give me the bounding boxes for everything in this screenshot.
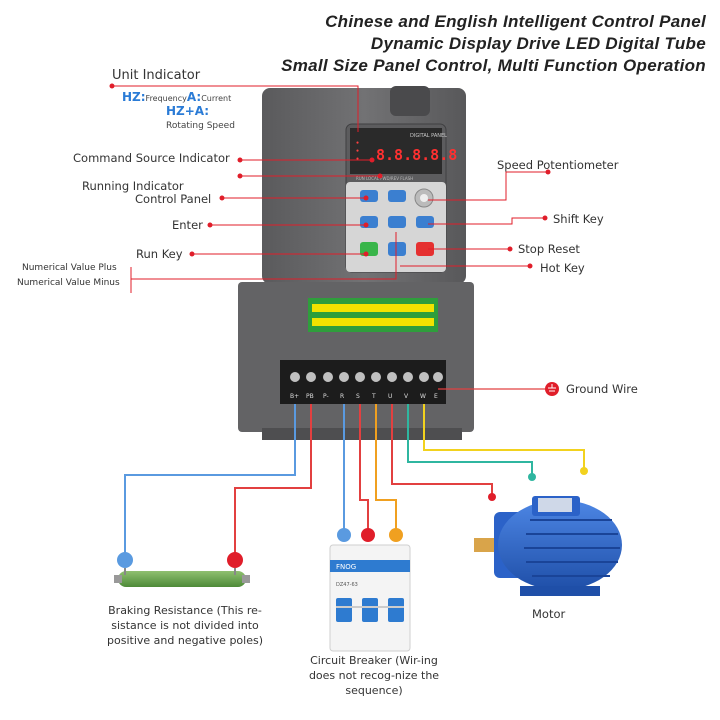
svg-text:B+: B+: [290, 393, 299, 400]
label-run-key: Run Key: [136, 247, 183, 261]
circuit-breaker: FNOG DZ47-63: [329, 544, 411, 652]
svg-text:PB: PB: [306, 393, 314, 400]
wiring: [124, 388, 585, 560]
hz-symbol: HZ:: [122, 90, 146, 104]
svg-text:R: R: [340, 393, 344, 400]
a-symbol: A:: [186, 90, 202, 104]
current-text: Current: [201, 94, 232, 103]
header-line-3: Small Size Panel Control, Multi Function…: [281, 56, 706, 75]
hz-a-symbol: HZ+A:: [166, 104, 210, 118]
svg-text:W: W: [420, 393, 426, 400]
svg-text:RUN LOCAL FWD/REV FLASH: RUN LOCAL FWD/REV FLASH: [356, 176, 413, 181]
label-numerical-value-minus: Numerical Value Minus: [17, 278, 120, 288]
label-control-panel: Control Panel: [135, 192, 212, 206]
label-braking-resistance: Braking Resistance (This re-sistance is …: [107, 604, 263, 647]
label-ground-wire: Ground Wire: [566, 382, 638, 396]
svg-text:P-: P-: [323, 393, 329, 400]
led-display: 8.8.8.8.8: [376, 146, 457, 164]
label-enter: Enter: [172, 218, 203, 232]
svg-text:U: U: [388, 393, 392, 400]
motor: [474, 496, 622, 596]
annotation-dots: [109, 83, 551, 269]
rotating-speed-text: Rotating Speed: [166, 121, 235, 131]
annotation-lines: [112, 85, 548, 293]
wire-s: [359, 404, 369, 535]
label-motor: Motor: [532, 607, 566, 621]
label-running-indicator: Running Indicator: [82, 179, 184, 193]
svg-text:E: E: [434, 393, 438, 400]
label-circuit-breaker: Circuit Breaker (Wir-ing does not recog-…: [308, 654, 440, 697]
unit-legend: HZ:FrequencyA:Current: [122, 90, 231, 106]
label-speed-potentiometer: Speed Potentiometer: [497, 158, 619, 172]
breaker-brand: FNOG: [336, 563, 356, 571]
header-line-1: Chinese and English Intelligent Control …: [325, 12, 706, 31]
wire-u: [391, 404, 493, 496]
label-unit-indicator: Unit Indicator: [112, 68, 201, 83]
wire-pb: [234, 404, 312, 560]
label-command-source-indicator: Command Source Indicator: [73, 151, 230, 165]
svg-text:V: V: [404, 393, 409, 400]
label-stop-reset: Stop Reset: [518, 242, 580, 256]
frequency-text: Frequency: [145, 94, 187, 103]
inverter-drive: DIGITAL PANEL 8.8.8.8.8 ● ● ● RUN LOCAL …: [238, 86, 474, 440]
hz-a-legend: HZ+A: Rotating Speed: [166, 105, 235, 133]
label-hot-key: Hot Key: [540, 261, 585, 275]
svg-text:S: S: [356, 393, 360, 400]
wire-v: [407, 404, 533, 476]
braking-resistor: [114, 568, 250, 587]
svg-text:T: T: [371, 393, 376, 400]
wire-dots: [117, 467, 588, 568]
wire-t: [375, 404, 397, 535]
svg-text:●: ●: [356, 148, 359, 154]
wire-bplus: [124, 404, 296, 560]
header-line-2: Dynamic Display Drive LED Digital Tube: [370, 34, 706, 53]
svg-text:●: ●: [356, 156, 359, 162]
label-shift-key: Shift Key: [553, 212, 604, 226]
ground-icon: [545, 382, 559, 396]
wire-w: [423, 404, 585, 470]
svg-text:●: ●: [356, 140, 359, 146]
breaker-model: DZ47-63: [336, 582, 358, 588]
label-numerical-value-plus: Numerical Value Plus: [22, 263, 117, 273]
panel-title: DIGITAL PANEL: [410, 133, 447, 139]
